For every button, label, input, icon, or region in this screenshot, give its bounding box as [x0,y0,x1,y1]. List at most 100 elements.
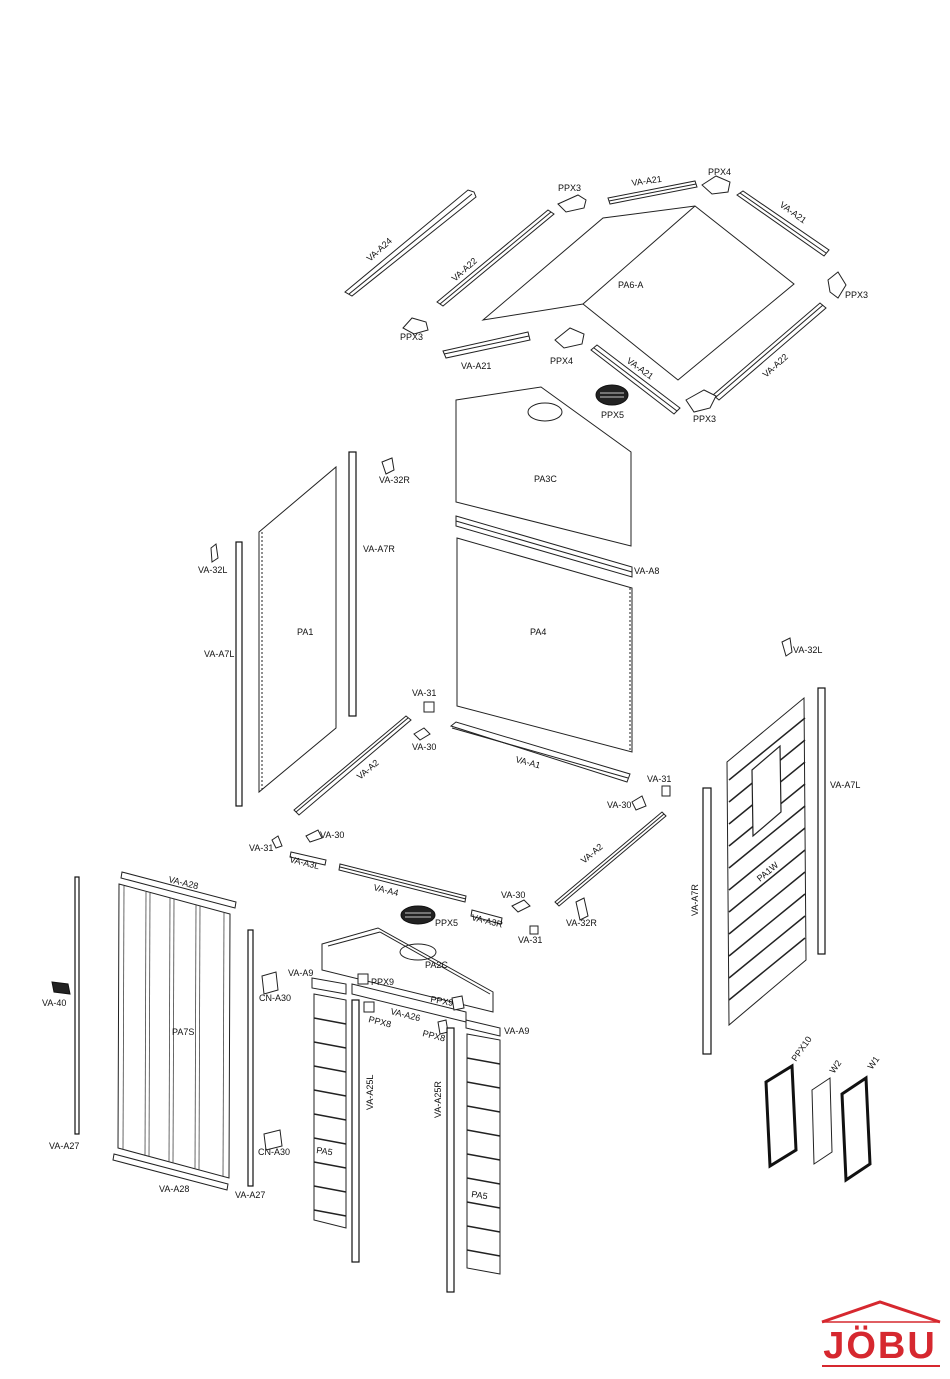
vent-ppx5-mid [400,905,436,925]
label-va-30-d: VA-30 [501,890,525,900]
label-pa3c: PA3C [534,474,557,484]
clip-va-30-b [631,795,647,811]
label-ppx9-b: PPX9 [430,994,454,1008]
label-ppx5-top: PPX5 [601,410,624,420]
pa5-right-slats [466,1057,501,1257]
label-va-a7r-right: VA-A7R [690,884,700,916]
label-pa7s: PA7S [172,1027,194,1037]
gable-panel-pa2c [321,927,494,1013]
label-va-30-b: VA-30 [607,800,631,810]
pa1w-window-opening [751,744,782,838]
label-cn-a30-a: CN-A30 [259,993,291,1003]
label-ppx3-a: PPX3 [558,183,581,193]
label-ppx3-bottom: PPX3 [693,414,716,424]
gable-vent-hole [527,402,563,422]
label-va-32l-left: VA-32L [198,565,227,575]
jobu-logo: JÖBU [821,1300,941,1367]
corner-ppx3-top [557,194,587,213]
logo-roof-mark [821,1300,941,1324]
label-pa1: PA1 [297,627,313,637]
rail-va-a1 [449,721,631,783]
clip-va-31-c [271,835,283,849]
label-va-a27-left: VA-A27 [49,1141,79,1151]
label-va-a28-bottom: VA-A28 [159,1184,189,1194]
clip-va-30-d [511,899,531,913]
ridge-strip-va-a24 [344,189,477,297]
clip-va-30-c [305,829,323,843]
floor-frame-group [271,785,671,935]
post-va-a7r-right [702,787,712,1055]
label-ppx9-a: PPX9 [371,977,394,987]
vent-ppx5-top [595,384,629,406]
bracket-va-32r-top [381,457,395,475]
post-va-a7l-right [817,687,826,955]
post-va-a27-right [247,929,254,1187]
jamb-va-a25l [351,999,360,1263]
label-ppx4-top: PPX4 [708,167,731,177]
post-va-a27-left [74,876,80,1135]
label-cn-a30-b: CN-A30 [258,1147,290,1157]
side-panel-pa1 [258,465,337,794]
clip-va-30-a [413,727,431,741]
roof-group [344,175,847,415]
left-wall-group [210,451,435,816]
label-va-a9-right: VA-A9 [504,1026,529,1036]
jamb-va-a25r [446,1027,455,1293]
label-va-30-a: VA-30 [412,742,436,752]
back-panel-pa4 [456,537,633,753]
label-ppx8-a: PPX8 [368,1014,393,1029]
rail-va-a3r [470,909,503,925]
label-va-a27-bottom: VA-A27 [235,1190,265,1200]
front-pillar-pa5-left [313,993,347,1229]
door-grooves [122,885,225,1177]
clip-va-31-a [423,701,435,713]
hinge-cn-a30-a [261,971,279,995]
label-va-40: VA-40 [42,998,66,1008]
post-va-a7r-top [348,451,357,717]
label-va-31-c: VA-31 [249,843,273,853]
post-va-a7l-left [235,541,243,807]
door-group [51,871,283,1191]
label-va-32l-right: VA-32L [793,645,822,655]
corner-ppx3-bottom [685,389,717,413]
right-wall-group [702,637,872,1183]
label-va-a7l-right: VA-A7L [830,780,860,790]
ridge-cap-ppx4-top [701,175,731,195]
label-va-a21-left: VA-A21 [461,361,491,371]
label-va-a2-b: VA-A2 [579,842,605,866]
label-pa2c: PA2C [425,960,448,970]
bracket-ppx9-a [357,973,369,985]
trim-va-a9-left [311,977,347,995]
label-w2: W2 [827,1058,843,1075]
rail-va-a3l [289,851,327,866]
label-va-a1: VA-A1 [514,754,541,770]
side-panel-pa1w [726,696,807,1027]
bracket-ppx9-b [451,995,465,1011]
label-pa6a: PA6-A [618,280,643,290]
label-ppx3-right: PPX3 [845,290,868,300]
label-va-a3r: VA-A3R [471,912,505,930]
label-va-a7l-left: VA-A7L [204,649,234,659]
label-va-a21-top: VA-A21 [631,174,662,188]
window-frame-w1 [840,1075,872,1183]
label-va-a25l: VA-A25L [365,1075,375,1110]
label-ppx10: PPX10 [789,1034,813,1063]
label-va-31-b: VA-31 [647,774,671,784]
label-va-30-c: VA-30 [320,830,344,840]
logo-wordmark: JÖBU [823,1324,937,1367]
label-pa4: PA4 [530,627,546,637]
front-vent-hole [399,943,437,961]
label-va-a8: VA-A8 [634,566,659,576]
window-glass-w2 [811,1077,833,1165]
label-pa5-right: PA5 [471,1189,489,1201]
rail-va-a2-left [293,715,412,816]
clip-va-31-d [529,925,539,935]
label-va-32r-mid: VA-32R [566,918,597,928]
front-pillar-pa5-right [466,1033,501,1275]
trim-va-a9-right [465,1019,501,1037]
rail-va-a28-bottom [112,1153,229,1191]
label-pa5-left: PA5 [316,1145,334,1157]
hinge-va-40 [51,981,71,995]
hinge-cn-a30-b [263,1129,283,1151]
bracket-va-32l-left [210,543,219,563]
